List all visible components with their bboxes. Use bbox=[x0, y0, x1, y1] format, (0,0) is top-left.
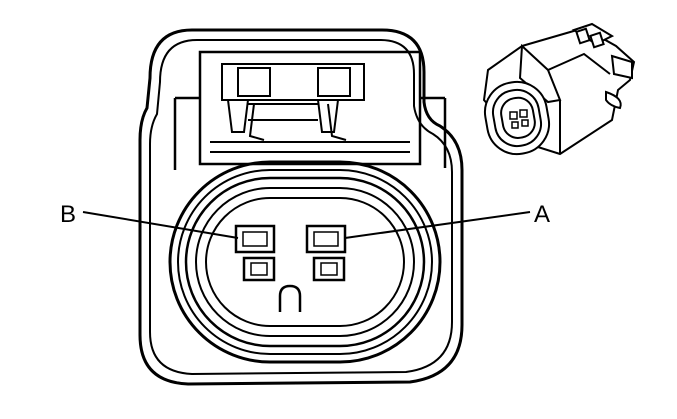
latch-assembly bbox=[173, 50, 447, 170]
leader-line-b bbox=[82, 211, 239, 239]
housing-inner-outline bbox=[149, 39, 453, 376]
terminal-a-cavity bbox=[305, 224, 347, 254]
terminal-a-label: A bbox=[534, 201, 550, 228]
lock-window-right bbox=[312, 256, 346, 282]
mating-face bbox=[168, 160, 442, 364]
terminal-b-cavity bbox=[234, 224, 276, 254]
lock-window-left bbox=[242, 256, 276, 282]
polarization-key bbox=[278, 284, 302, 312]
terminal-cavities bbox=[234, 224, 347, 312]
terminal-b-label: B bbox=[60, 201, 76, 228]
leader-line-a bbox=[344, 211, 531, 239]
connector-isometric-view bbox=[482, 22, 636, 156]
housing-outline bbox=[138, 28, 464, 386]
